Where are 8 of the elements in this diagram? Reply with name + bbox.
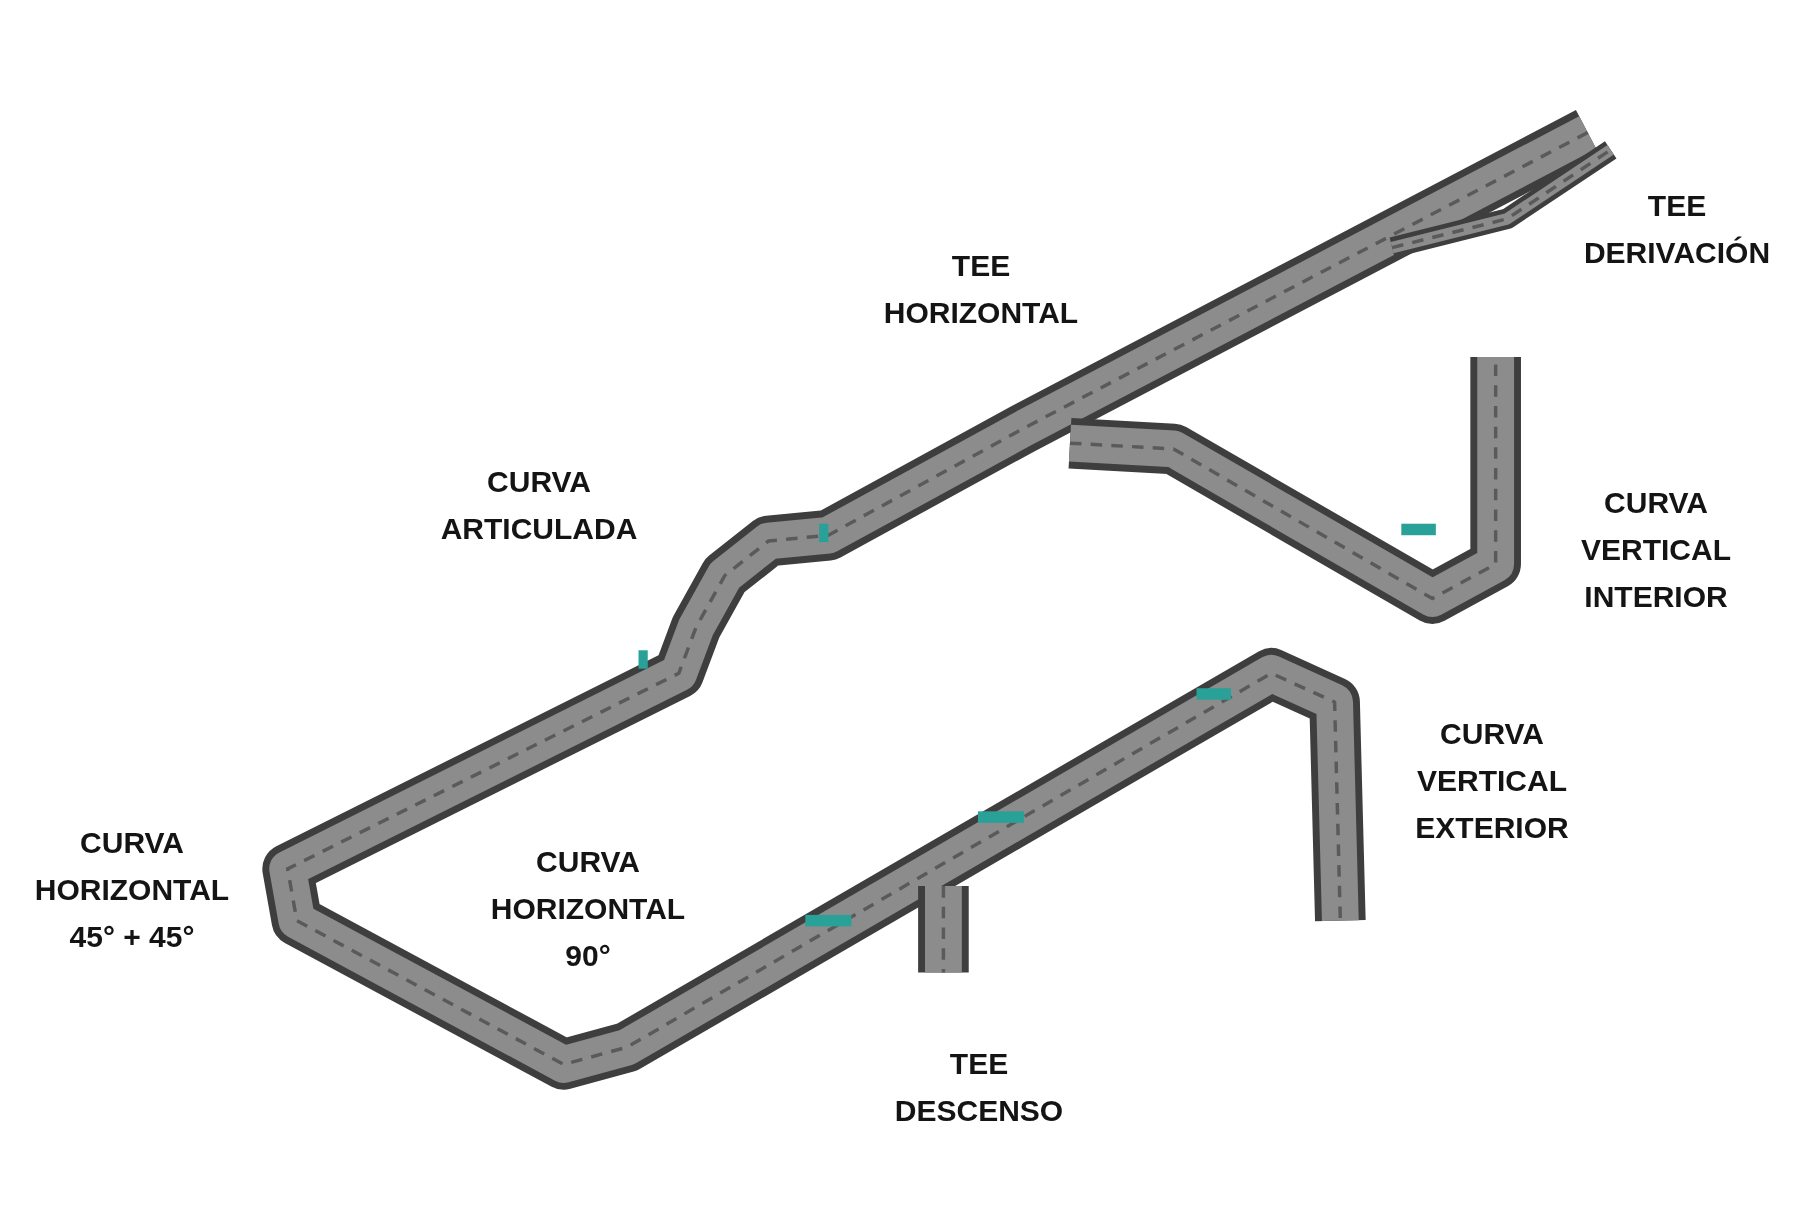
part-label: TEE DERIVACIÓN — [1582, 188, 1772, 271]
part-label: CURVA VERTICAL INTERIOR — [1580, 485, 1732, 615]
part-label: CURVA ARTICULADA — [439, 464, 639, 547]
part-label: CURVA VERTICAL EXTERIOR — [1414, 716, 1570, 846]
part-label: TEE HORIZONTAL — [882, 248, 1080, 331]
part-label: CURVA HORIZONTAL 45° + 45° — [33, 825, 231, 955]
part-label: TEE DESCENSO — [893, 1046, 1065, 1129]
part-label: CURVA HORIZONTAL 90° — [489, 844, 687, 974]
